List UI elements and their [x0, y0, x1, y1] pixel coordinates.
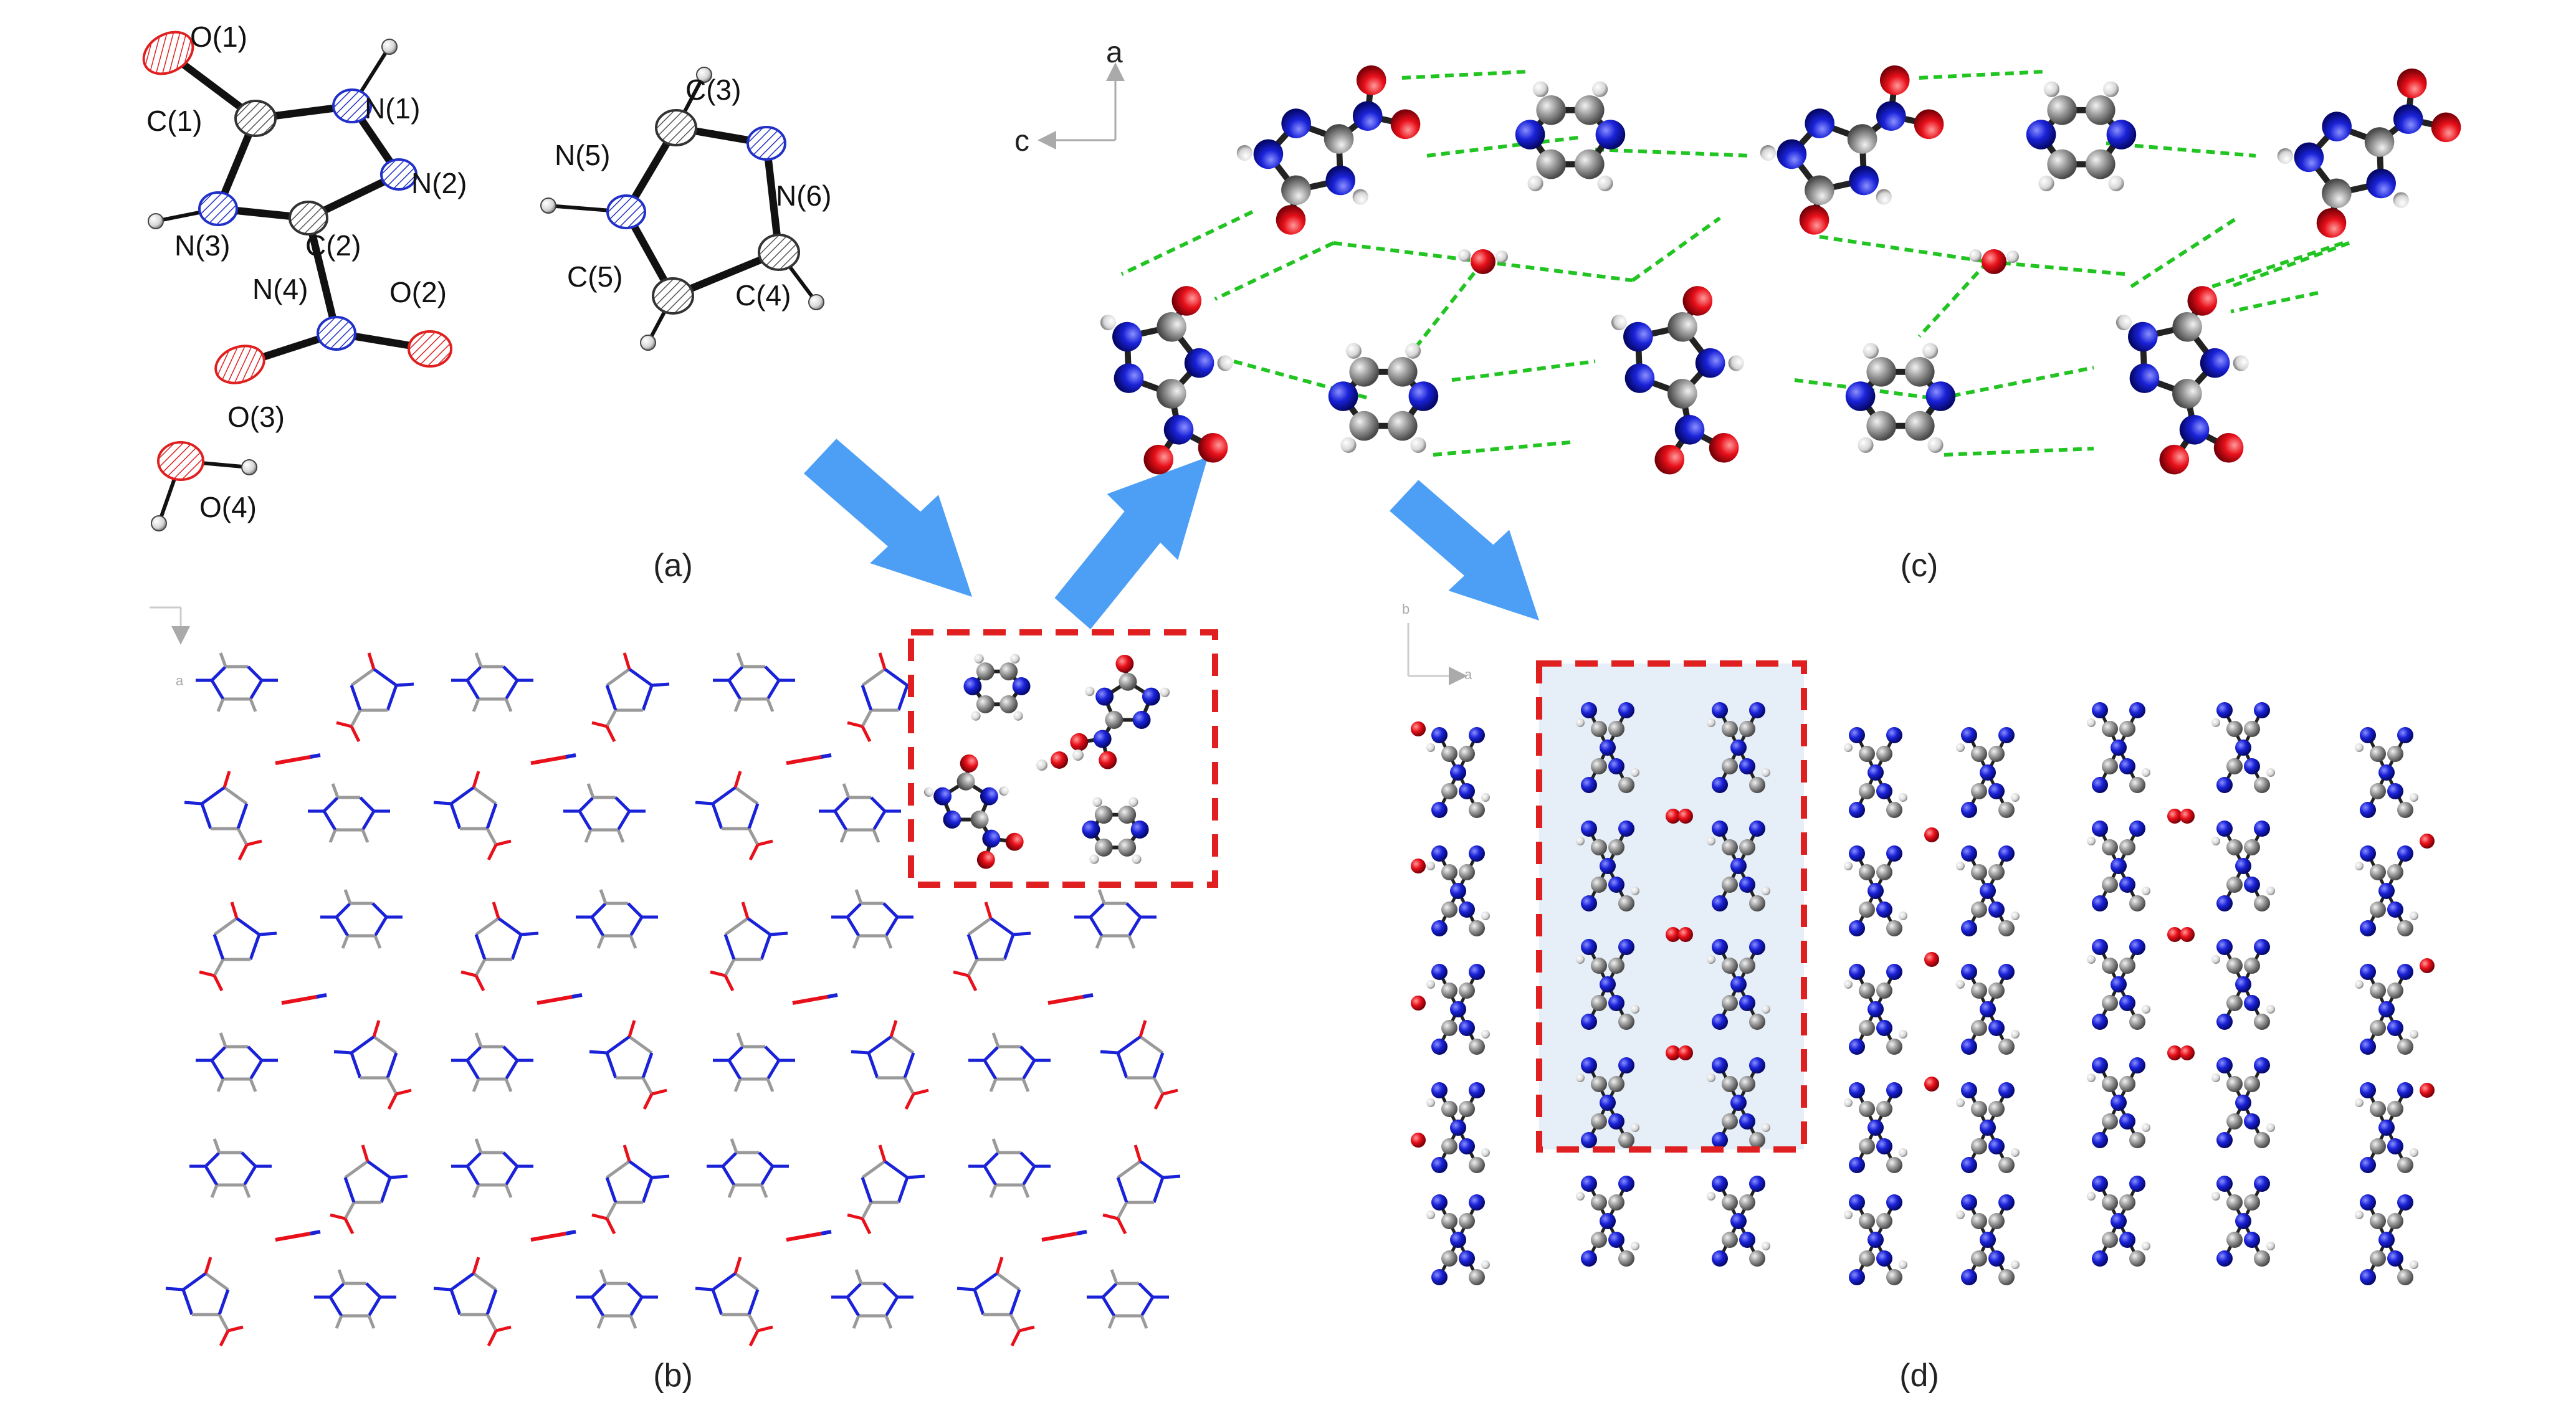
hbond-lines	[1120, 70, 2350, 457]
arrow-icon	[1049, 457, 1214, 630]
panel-d-axis-indicator: b a	[1402, 601, 1472, 685]
panel-d-highlight-box	[1536, 660, 1807, 1153]
panel-b-axis-indicator: a	[150, 606, 190, 688]
atom-label-c4: C(4)	[735, 279, 791, 312]
panel-d-axis-b: b	[1402, 601, 1410, 617]
panel-label-d: (d)	[1899, 1358, 1939, 1394]
atom-label-o4: O(4)	[199, 491, 257, 523]
atom-label-o2: O(2)	[389, 276, 447, 308]
atom-label-n1: N(1)	[365, 92, 420, 125]
atom-label-n5: N(5)	[555, 139, 610, 171]
panel-c-molecules	[1057, 31, 2475, 495]
atom-label-n2: N(2)	[411, 167, 467, 199]
arrow-icon	[1390, 480, 1539, 621]
atom-label-n6: N(6)	[776, 179, 831, 212]
atom-label-c3: C(3)	[685, 74, 741, 106]
atom-label-n3: N(3)	[174, 229, 230, 262]
atom-label-c5: C(5)	[567, 260, 623, 293]
atom-label-c1: C(1)	[146, 105, 202, 137]
atom-label-o1: O(1)	[190, 21, 247, 53]
water-molecule	[1969, 249, 2019, 274]
panel-d-columnar-packing: b a	[1402, 601, 2435, 1394]
panel-c-axis-indicator: a c	[1014, 36, 1125, 158]
panel-b-axis-a: a	[176, 673, 184, 688]
panel-label-c: (c)	[1901, 548, 1939, 584]
panel-c-axis-c: c	[1014, 125, 1029, 158]
panel-c-axis-a: a	[1106, 36, 1123, 69]
water-molecule	[1458, 249, 1508, 274]
panel-b-packing-wireframe: a	[150, 606, 1218, 1394]
panel-label-b: (b)	[653, 1358, 693, 1394]
ortep-atoms	[142, 31, 824, 531]
atom-label-n4: N(4)	[252, 273, 308, 305]
atom-label-c2: C(2)	[305, 229, 361, 262]
panel-label-a: (a)	[653, 548, 693, 584]
arrow-icon	[804, 439, 972, 597]
panel-a-molecular-structure: O(1) N(1) C(1) N(2) N(3) C(2) N(4) O(2) …	[142, 21, 831, 584]
atom-label-o3: O(3)	[227, 401, 285, 433]
panel-b-highlight-box	[908, 629, 1218, 888]
panel-c-hbond-network: a c	[1014, 31, 2475, 584]
panel-d-axis-a: a	[1464, 667, 1472, 682]
panel-d-oxygen-pairs	[1411, 721, 2435, 1148]
